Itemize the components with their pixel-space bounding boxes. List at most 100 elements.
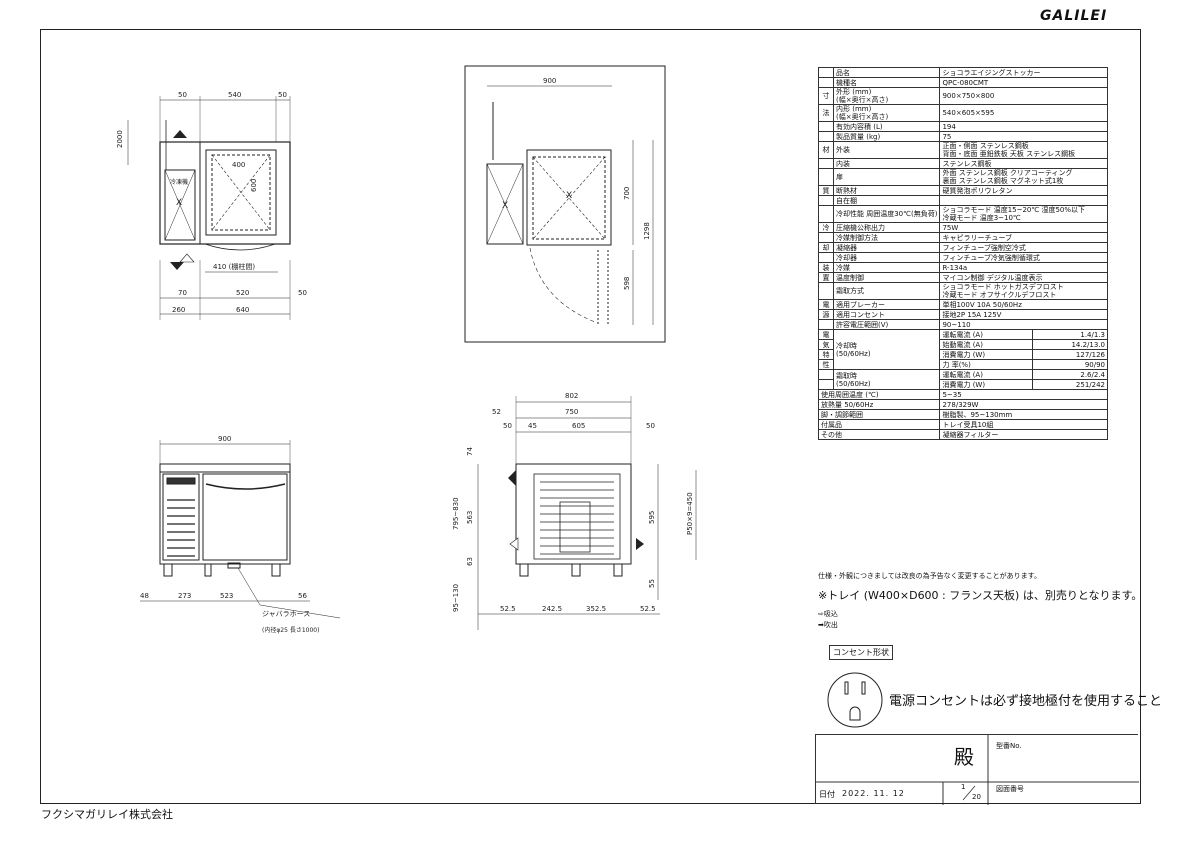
dim-text: 595 [648,511,656,524]
spec-label: 製品質量 (kg) [832,131,941,142]
electric-value: 90/90 [1032,359,1108,370]
intake-arrow-icon: ⇨ [818,610,824,618]
spec-value: 外面 ステンレス鋼板 クリアコーティング裏面 ステンレス鋼板 マグネット式1枚 [939,168,1108,186]
dim-text: 523 [220,592,233,600]
spec-row: 有効内容積 (L)194 [818,121,1108,132]
spec-value: フィンチューブ冷気強制循環式 [939,252,1108,263]
dim-text: 802 [565,392,578,400]
electric-key: 運転電流 (A) [939,329,1034,340]
dim-text: 74 [466,447,474,456]
side-view [477,396,697,630]
dim-text: 795~830 [452,497,460,530]
spec-row: 霜取方式ショコラモード ホットガスデフロスト冷蔵モード オフサイクルデフロスト [818,282,1108,300]
dim-text: P50×9=450 [686,492,694,535]
spec-label: 自在棚 [832,195,941,206]
front-view-labels: 900 48 273 523 56 ジャバラホース (内径φ25 長さ1000) [140,435,319,634]
spec-label: 内装 [832,158,941,169]
spec-row: 冷媒制御方法キャピラリーチューブ [818,232,1108,243]
spec-label: 凝縮器 [832,242,941,253]
dim-text: 700 [623,187,631,200]
drawing-no-label: 図面番号 [996,785,1024,793]
note-change: 仕様・外観につきましては改良の為予告なく変更することがあります。 [818,572,1041,580]
spec-label: 脚・調節範囲 [817,409,941,420]
outlet-warning: 電源コンセントは必ず接地極付を使用すること [889,694,1163,709]
spec-row: 材外装正面・側面 ステンレス鋼板背面・底面 亜鉛鉄板 天板 ステンレス鋼板 [818,141,1108,159]
spec-row: 却凝縮器フィンチューブ強制空冷式 [818,242,1108,253]
dim-text: 605 [572,422,585,430]
dim-text: 50 [503,422,512,430]
spec-value [939,195,1108,206]
spec-value: 樹脂製、95~130mm [939,409,1108,420]
dim-text: ジャバラホース [262,610,310,618]
spec-group: 装 [818,262,834,273]
dim-text: 600 [250,179,258,192]
spec-label: 外装 [832,141,941,159]
plan-view-labels: 50 540 50 2000 400 600 冷凍機 X 410 (棚柱間) 7… [116,91,307,314]
spec-group: 源 [818,309,834,320]
spec-group: 材 [818,141,834,159]
spec-value: R-134a [939,262,1108,273]
model-no-label: 型番No. [996,742,1022,750]
spec-group: 電 [818,299,834,310]
spec-row: 源適用コンセント接地2P 15A 125V [818,309,1108,320]
scale-slash [959,785,979,801]
spec-value: 正面・側面 ステンレス鋼板背面・底面 亜鉛鉄板 天板 ステンレス鋼板 [939,141,1108,159]
electric-row: 霜取時(50/60Hz)運転電流 (A)2.6/2.4 [818,369,1108,390]
electric-key: 消費電力 (W) [939,379,1034,390]
spec-row: 扉外面 ステンレス鋼板 クリアコーティング裏面 ステンレス鋼板 マグネット式1枚 [818,168,1108,186]
spec-value: フィンチューブ強制空冷式 [939,242,1108,253]
electric-value: 14.2/13.0 [1032,339,1108,350]
spec-value: 5~35 [939,389,1108,400]
spec-label: 圧縮機公称出力 [832,222,941,233]
dim-text: 1298 [643,222,651,240]
front-view [140,440,341,619]
spec-label: 適用ブレーカー [832,299,941,310]
dim-text: 260 [172,306,185,314]
spec-row: 冷却器フィンチューブ冷気強制循環式 [818,252,1108,263]
dim-text: 900 [543,77,556,85]
spec-value: 75W [939,222,1108,233]
legend-intake-label: 吸込 [823,610,838,618]
dim-text: 410 (棚柱間) [213,262,255,271]
dim-text: 52.5 [500,605,516,613]
spec-group [818,282,834,300]
spec-label: 冷却性能 周囲温度30℃(無負荷) [832,205,941,223]
electric-row: 電冷却時(50/60Hz)運転電流 (A)1.4/1.3 [818,329,1108,370]
dim-text: 48 [140,592,149,600]
spec-group [818,232,834,243]
dim-text: 95~130 [452,584,460,612]
legend-exhaust-label: 吹出 [823,621,838,629]
spec-group [818,205,834,223]
spec-group [818,379,834,390]
spec-label: その他 [817,429,941,440]
spec-row: 脚・調節範囲樹脂製、95~130mm [817,409,1108,420]
spec-row: その他凝縮器フィルター [817,429,1108,440]
spec-label: 内形 (mm)(幅×奥行×高さ) [832,104,941,122]
spec-group: 却 [818,242,834,253]
spec-label: 外形 (mm)(幅×奥行×高さ) [832,87,941,105]
dim-text: 45 [528,422,537,430]
scale-numerator: 1 [961,783,966,791]
spec-value: 単相100V 10A 50/60Hz [939,299,1108,310]
spec-row: 使用周囲温度 (℃)5~35 [817,389,1108,400]
dim-text: 50 [178,91,187,99]
spec-row: 付属品トレイ受具10組 [817,419,1108,430]
dim-text: 540 [228,91,241,99]
spec-group: 冷 [818,222,834,233]
spec-row: 置温度制御マイコン制御 デジタル温度表示 [818,272,1108,283]
spec-value: 278/329W [939,399,1108,410]
spec-group: 質 [818,185,834,196]
outlet-icon [827,672,883,728]
spec-row: 自在棚 [818,195,1108,206]
spec-value: 900×750×800 [939,87,1108,105]
drawing-canvas: 50 540 50 2000 400 600 冷凍機 X 410 (棚柱間) 7… [116,65,697,634]
spec-value: ショコラモード ホットガスデフロスト冷蔵モード オフサイクルデフロスト [939,282,1108,300]
spec-row: 内装ステンレス鋼板 [818,158,1108,169]
spec-group: 法 [818,104,834,122]
spec-value: ステンレス鋼板 [939,158,1108,169]
spec-group [818,168,834,186]
date-label: 日付 [819,790,835,799]
spec-row: 法内形 (mm)(幅×奥行×高さ)540×605×595 [818,104,1108,122]
